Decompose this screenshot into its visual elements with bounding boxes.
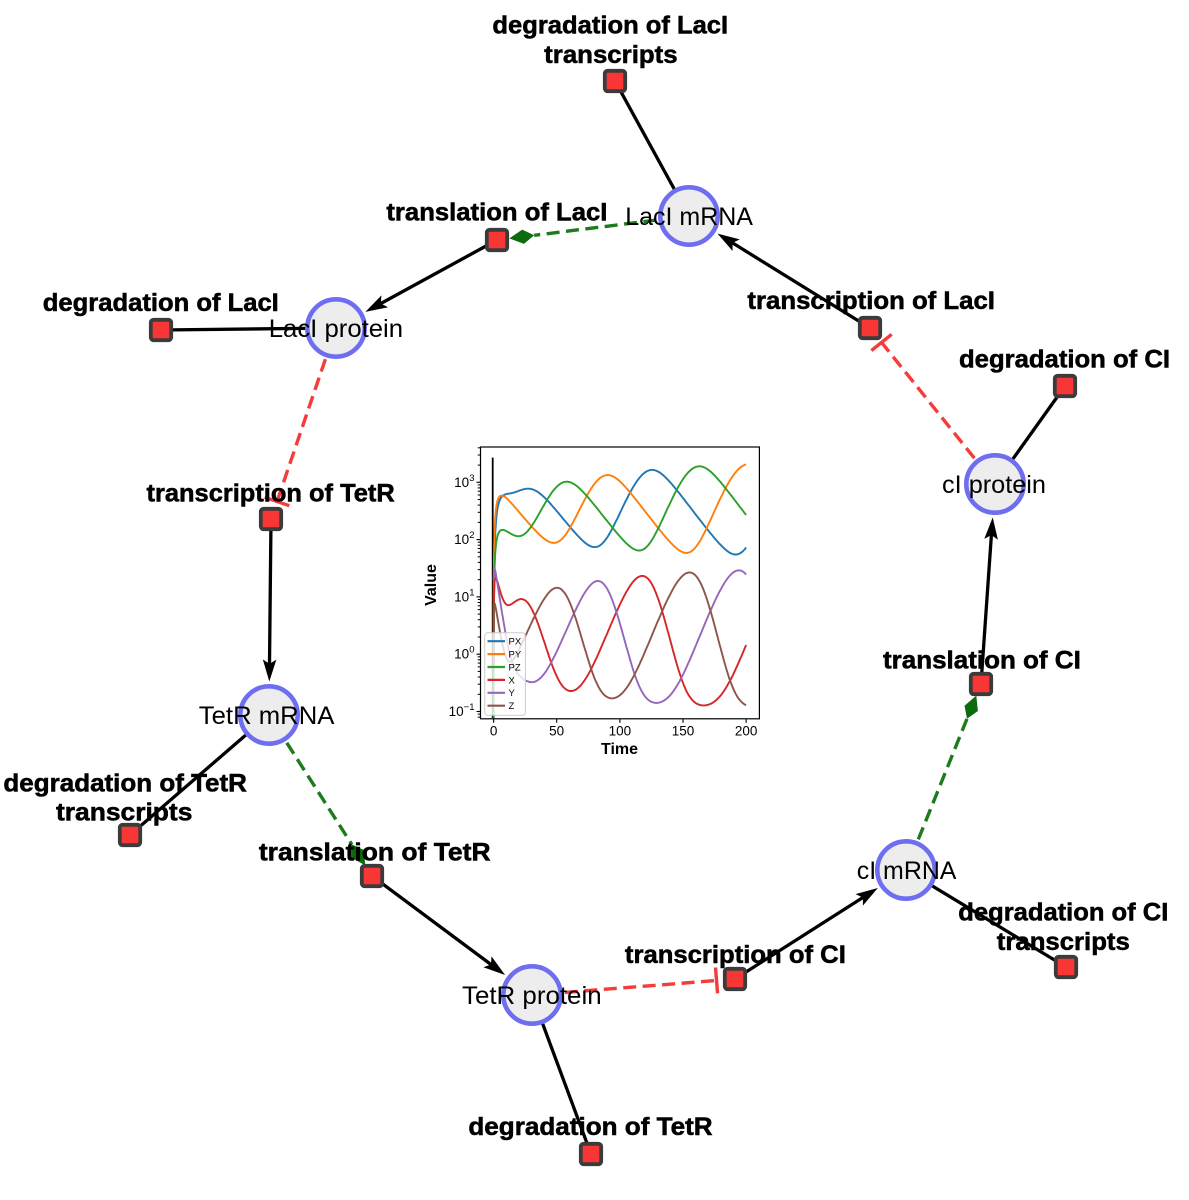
svg-text:degradation of TetR: degradation of TetR	[468, 1113, 712, 1141]
svg-text:Z: Z	[509, 701, 515, 712]
svg-text:Time: Time	[601, 741, 638, 758]
svg-text:transcripts: transcripts	[544, 41, 677, 69]
svg-text:X: X	[509, 675, 516, 686]
svg-text:200: 200	[735, 724, 758, 739]
svg-text:transcripts: transcripts	[56, 799, 192, 827]
svg-text:degradation of LacI: degradation of LacI	[43, 289, 279, 317]
svg-text:Y: Y	[509, 688, 516, 699]
svg-text:degradation of CI: degradation of CI	[959, 346, 1170, 374]
svg-text:translation of LacI: translation of LacI	[386, 199, 607, 227]
svg-text:transcription of LacI: transcription of LacI	[747, 287, 995, 315]
svg-text:transcripts: transcripts	[997, 928, 1130, 956]
svg-text:transcription of TetR: transcription of TetR	[147, 480, 395, 508]
svg-text:PZ: PZ	[509, 662, 521, 673]
svg-text:Value: Value	[423, 564, 440, 606]
svg-text:100: 100	[609, 724, 632, 739]
svg-text:transcription of CI: transcription of CI	[625, 941, 846, 969]
svg-text:translation of TetR: translation of TetR	[259, 839, 491, 867]
svg-text:PX: PX	[509, 637, 522, 648]
svg-text:LacI protein: LacI protein	[269, 315, 403, 343]
svg-text:translation of CI: translation of CI	[883, 646, 1081, 674]
svg-text:TetR mRNA: TetR mRNA	[199, 702, 335, 730]
svg-text:LacI mRNA: LacI mRNA	[625, 203, 753, 231]
svg-text:degradation of LacI: degradation of LacI	[492, 11, 728, 39]
svg-text:50: 50	[549, 724, 564, 739]
svg-text:TetR protein: TetR protein	[462, 982, 602, 1010]
svg-text:0: 0	[490, 724, 498, 739]
svg-text:cI mRNA: cI mRNA	[857, 857, 957, 885]
svg-text:150: 150	[672, 724, 695, 739]
svg-text:cI protein: cI protein	[942, 471, 1046, 499]
svg-text:degradation of TetR: degradation of TetR	[3, 770, 246, 798]
svg-text:degradation of CI: degradation of CI	[958, 898, 1168, 926]
svg-text:PY: PY	[509, 650, 522, 661]
